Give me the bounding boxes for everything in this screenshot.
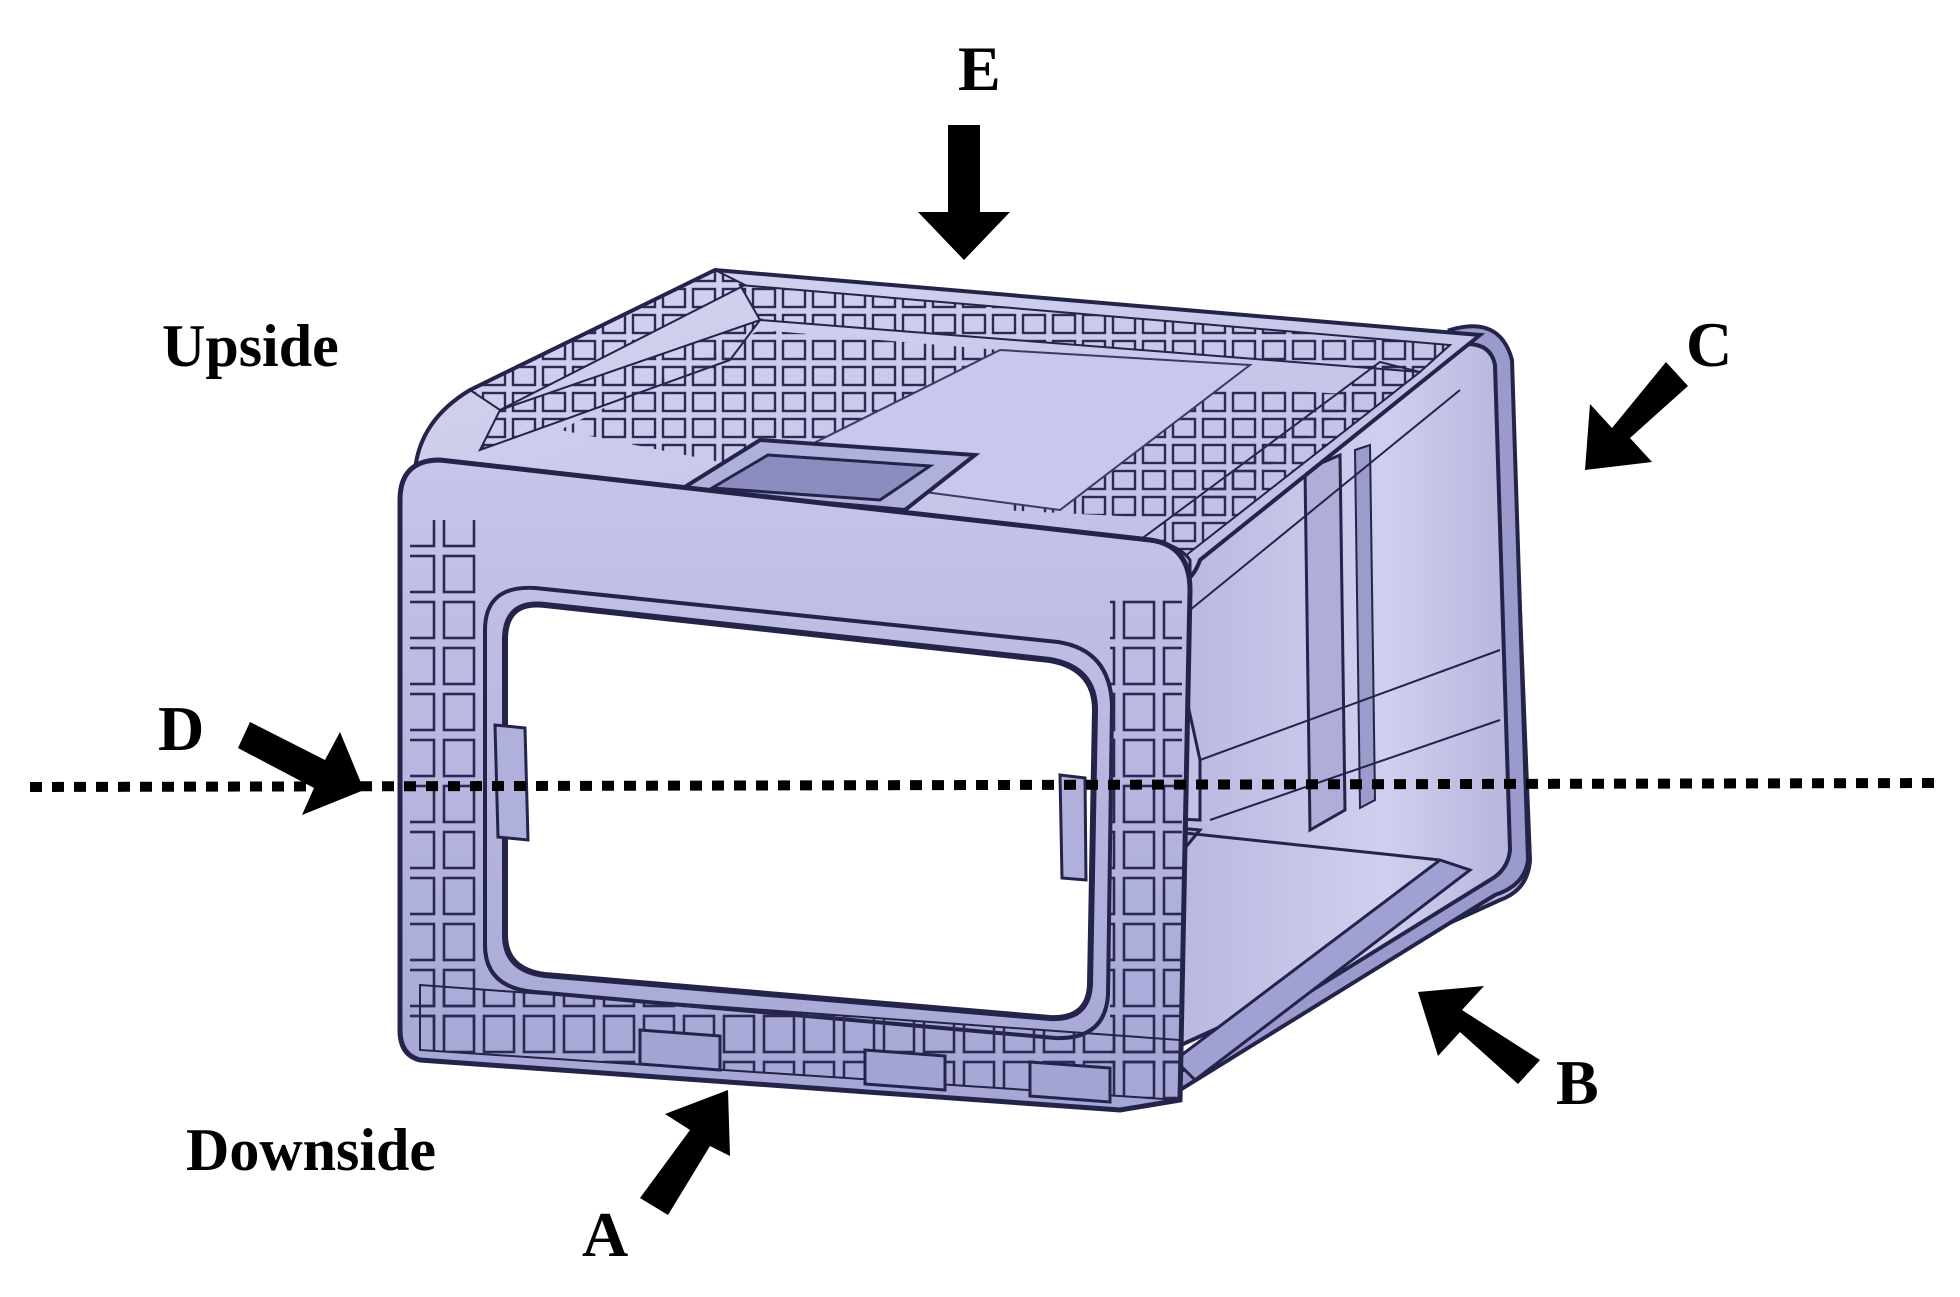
arrow-icon-d [238, 722, 364, 815]
arrow-icon-a [640, 1090, 730, 1215]
label-c: C [1686, 309, 1733, 380]
top-panel [412, 267, 1486, 588]
label-downside: Downside [186, 1117, 437, 1183]
label-upside: Upside [162, 313, 339, 379]
arrow-icon-e [918, 125, 1010, 260]
arrow-icon-c [1585, 362, 1688, 470]
label-d: D [158, 693, 205, 764]
front-frame [397, 457, 1193, 1113]
label-e: E [958, 33, 1001, 104]
top-handle-opening [673, 437, 981, 513]
arrow-icon-b [1418, 986, 1540, 1084]
label-a: A [582, 1199, 629, 1270]
label-b: B [1556, 1047, 1599, 1118]
